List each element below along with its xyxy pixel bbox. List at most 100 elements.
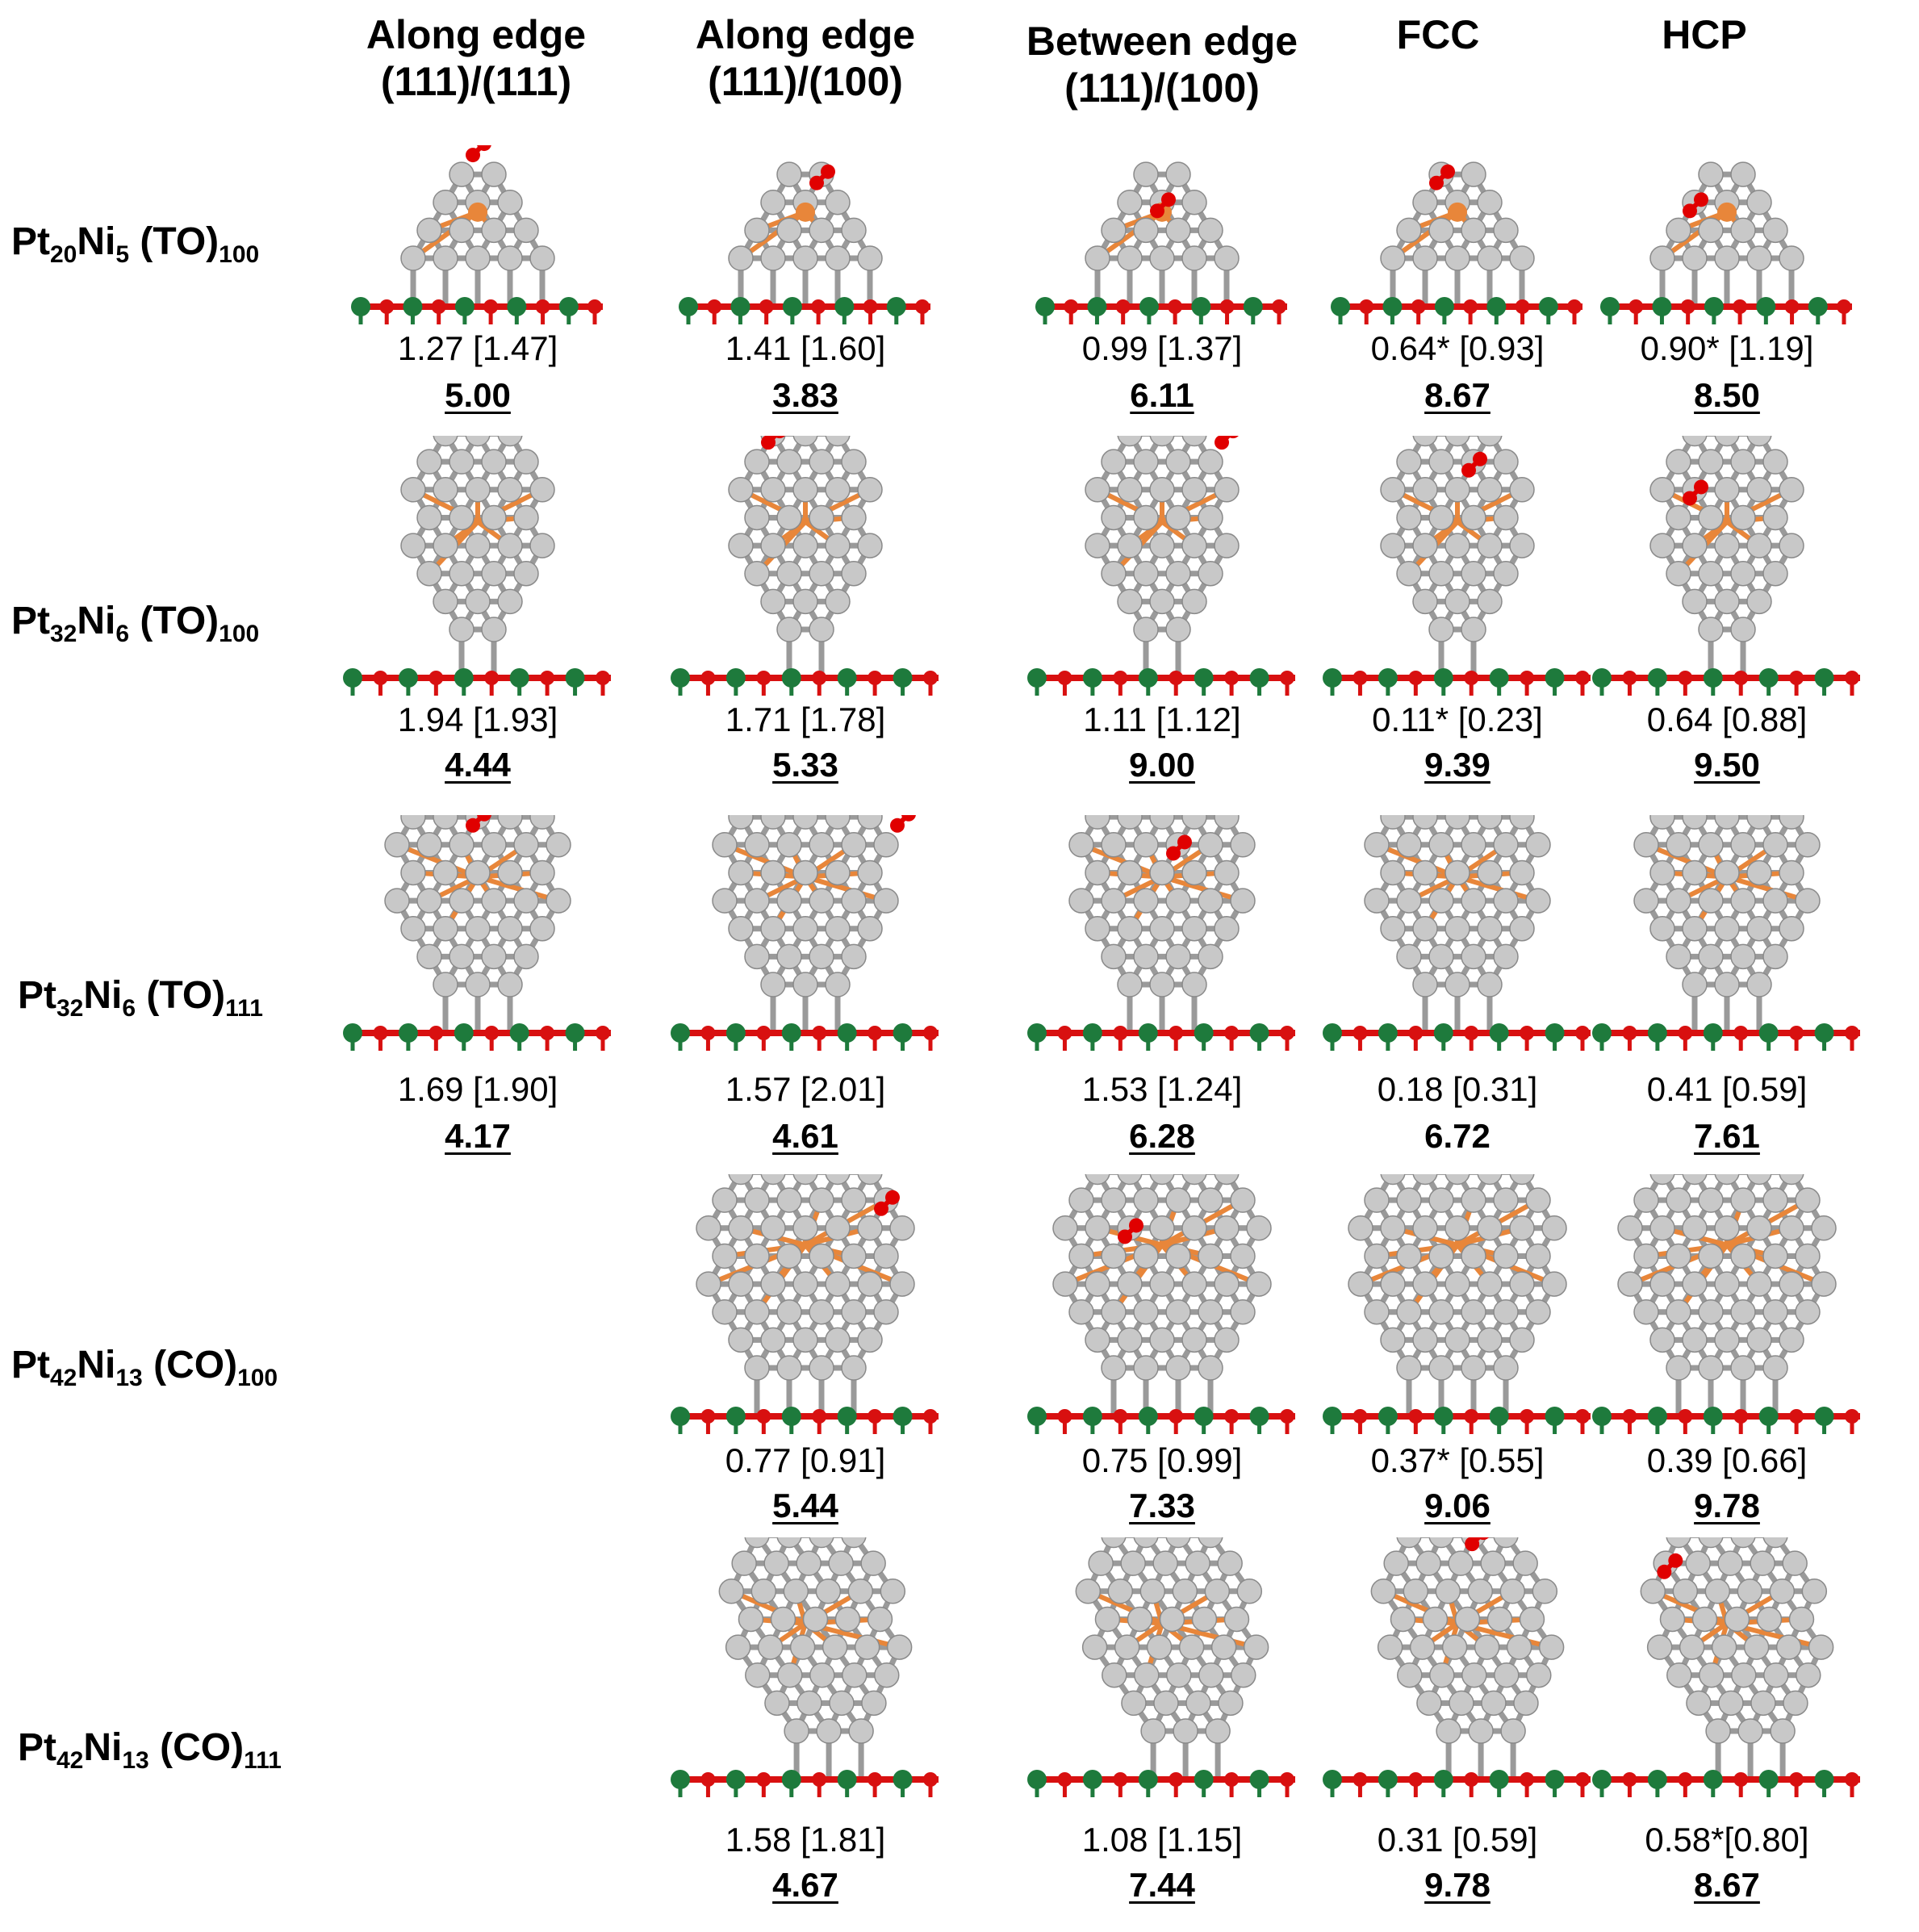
pt-atom bbox=[1481, 1690, 1507, 1717]
pt-atom bbox=[1165, 1537, 1191, 1549]
pt-atom bbox=[1396, 1243, 1422, 1269]
support-oxygen-atom bbox=[837, 1023, 857, 1043]
support-metal-atom bbox=[1845, 671, 1859, 685]
pt-atom bbox=[1730, 888, 1756, 914]
pt-atom bbox=[465, 477, 491, 503]
pt-atom bbox=[1698, 888, 1724, 914]
support-metal-atom bbox=[756, 1772, 771, 1787]
pt-atom bbox=[1380, 533, 1406, 558]
pt-atom bbox=[416, 560, 442, 587]
pt-atom bbox=[497, 915, 523, 942]
pt-atom bbox=[777, 1662, 803, 1688]
pt-atom bbox=[1782, 1550, 1808, 1576]
support-oxygen-atom bbox=[1138, 1770, 1158, 1789]
adsorption-energy-label: 1.11 [1.12] bbox=[1083, 700, 1241, 738]
pt-atom bbox=[1526, 1662, 1552, 1688]
pt-atom bbox=[792, 436, 818, 447]
structure-cell bbox=[1578, 1174, 1876, 1441]
label-subscript: 5 bbox=[115, 241, 130, 268]
pt-atom bbox=[1444, 588, 1470, 615]
pt-atom bbox=[1181, 533, 1207, 558]
pt-atom bbox=[841, 832, 867, 858]
oxygen-atom bbox=[1657, 1564, 1672, 1579]
adsorption-energy-label: 1.27 [1.47] bbox=[397, 329, 558, 367]
support-oxygen-atom bbox=[1331, 297, 1350, 316]
pt-atom bbox=[1750, 1550, 1775, 1576]
pt-atom bbox=[1165, 1355, 1191, 1381]
pt-atom bbox=[1762, 504, 1788, 531]
support-metal-atom bbox=[379, 299, 395, 314]
pt-atom bbox=[712, 888, 738, 914]
adsorption-energy-label: 0.99 [1.37] bbox=[1081, 329, 1243, 367]
pt-atom bbox=[1494, 1662, 1520, 1688]
pt-atom bbox=[1390, 1606, 1416, 1633]
pt-atom bbox=[1698, 943, 1724, 970]
pt-atom bbox=[513, 449, 539, 475]
pt-atom bbox=[1617, 1215, 1643, 1241]
pt-atom bbox=[1461, 560, 1486, 587]
support-oxygen-atom bbox=[1814, 1770, 1834, 1789]
support-oxygen-atom bbox=[1545, 1407, 1565, 1426]
support-oxygen-atom bbox=[1035, 297, 1055, 316]
support-metal-atom bbox=[429, 1026, 444, 1040]
pt-atom bbox=[1364, 1298, 1390, 1325]
structure-cell bbox=[1308, 815, 1607, 1057]
support-metal-atom bbox=[923, 1409, 938, 1424]
pt-atom bbox=[1737, 1579, 1763, 1604]
pt-atom bbox=[449, 888, 475, 914]
support-metal-atom bbox=[759, 299, 774, 314]
pt-atom bbox=[1467, 1579, 1494, 1604]
support-metal-atom bbox=[1520, 671, 1535, 685]
pt-atom bbox=[792, 972, 818, 997]
support-metal-atom bbox=[1224, 1409, 1240, 1424]
support-oxygen-atom bbox=[454, 1023, 474, 1043]
support-metal-atom bbox=[1352, 1409, 1368, 1424]
pt-atom bbox=[1666, 560, 1691, 587]
pt-atom bbox=[764, 1690, 790, 1717]
support-oxygen-atom bbox=[837, 1770, 857, 1789]
pt-atom bbox=[776, 1298, 802, 1325]
pt-atom bbox=[1444, 1271, 1470, 1297]
pt-atom bbox=[513, 943, 539, 970]
label-subscript: 20 bbox=[50, 241, 77, 268]
support-oxygen-atom bbox=[1703, 1770, 1723, 1789]
pt-atom bbox=[1730, 504, 1756, 531]
support-metal-atom bbox=[915, 299, 930, 314]
pt-atom bbox=[1633, 1298, 1659, 1325]
score-value: 8.50 bbox=[1694, 376, 1760, 414]
support-oxygen-atom bbox=[509, 668, 529, 688]
pt-atom bbox=[1746, 1215, 1772, 1241]
nanoparticle-structure bbox=[1323, 1537, 1591, 1797]
support-oxygen-atom bbox=[1027, 668, 1047, 688]
score-value: 7.61 bbox=[1694, 1117, 1760, 1155]
pt-atom bbox=[1181, 1215, 1207, 1241]
pt-atom bbox=[1477, 189, 1503, 215]
pt-atom bbox=[825, 533, 851, 558]
support-oxygen-atom bbox=[1194, 1407, 1214, 1426]
pt-atom bbox=[1525, 1243, 1551, 1269]
adsorption-energy-label: 1.57 [2.01] bbox=[725, 1070, 886, 1108]
label-element: Pt bbox=[11, 1344, 50, 1386]
pt-atom bbox=[1198, 888, 1223, 914]
pt-atom bbox=[1714, 1174, 1740, 1186]
support-oxygen-atom bbox=[1082, 668, 1102, 688]
pt-atom bbox=[1396, 449, 1422, 475]
pt-atom bbox=[1444, 533, 1470, 558]
ni-bond bbox=[395, 843, 479, 880]
pt-atom bbox=[1133, 560, 1159, 587]
pt-atom bbox=[809, 217, 834, 244]
support-metal-atom bbox=[1352, 671, 1368, 685]
pt-atom bbox=[1714, 1215, 1740, 1241]
pt-atom bbox=[1730, 1355, 1756, 1381]
pt-atom bbox=[1461, 943, 1486, 970]
pt-atom bbox=[1370, 1579, 1397, 1604]
label-element: Ni bbox=[83, 974, 123, 1017]
pt-atom bbox=[1493, 943, 1519, 970]
label-shape: (TO) bbox=[129, 600, 219, 642]
support-oxygen-atom bbox=[1545, 668, 1565, 688]
pt-atom bbox=[1149, 477, 1175, 503]
ni-bond bbox=[1161, 874, 1244, 903]
pt-atom bbox=[1775, 1634, 1802, 1660]
support-oxygen-atom bbox=[834, 297, 855, 316]
pt-atom bbox=[1649, 915, 1675, 942]
